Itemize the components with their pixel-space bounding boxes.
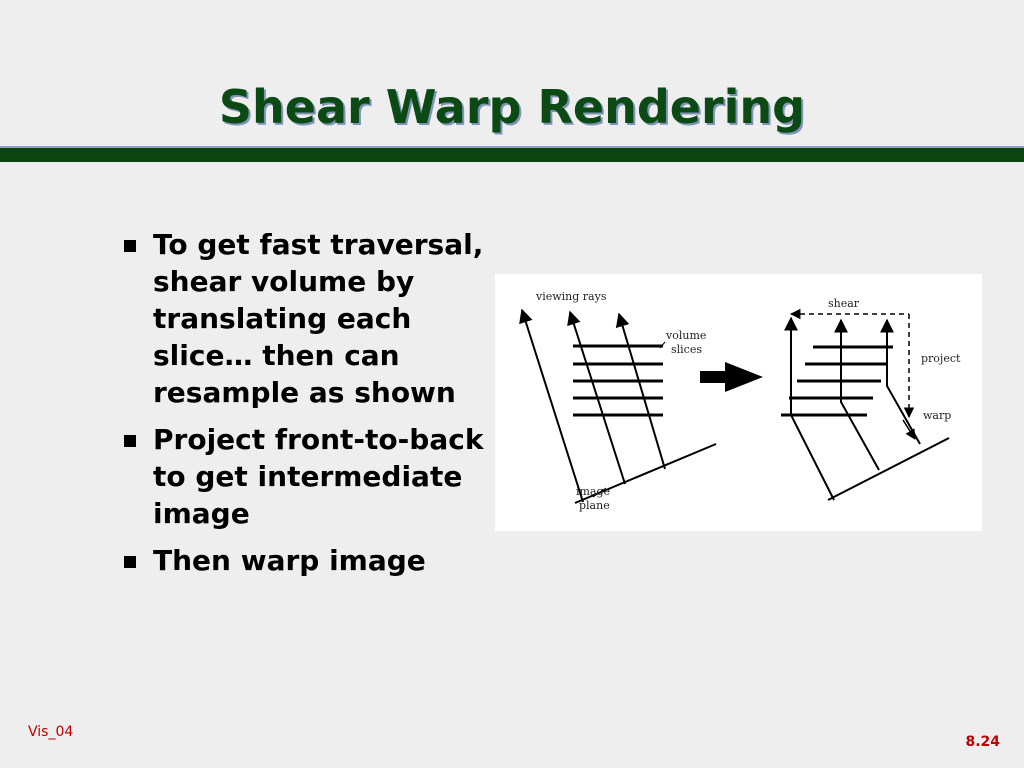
diagram-svg: viewing rays volume slices image plane [519,290,961,512]
title-divider [0,148,1024,162]
project-label: project [921,352,961,365]
bullet-item: To get fast traversal, shear volume by t… [120,226,490,411]
bullet-list: To get fast traversal, shear volume by t… [120,226,490,589]
sheared-slices [781,345,893,417]
volume-slices [573,344,663,417]
slide-number: 8.24 [965,734,1000,750]
title-rule-highlight [0,146,1024,148]
warp-arrow [902,419,916,440]
slices-label: slices [671,343,702,356]
bullet-item: Project front-to-back to get intermediat… [120,421,490,532]
viewing-rays [519,308,666,503]
transform-arrow-icon [700,362,763,392]
square-bullet-icon [124,435,136,447]
footer-course-id: Vis_04 [28,724,74,740]
bullet-text: Then warp image [153,544,426,577]
square-bullet-icon [124,556,136,568]
bullet-text: To get fast traversal, shear volume by t… [153,228,484,409]
sheared-rays [784,316,921,501]
viewing-rays-label: viewing rays [535,290,607,303]
warp-label: warp [923,409,951,422]
square-bullet-icon [124,240,136,252]
bullet-text: Project front-to-back to get intermediat… [153,423,484,530]
intermediate-image-line [827,437,950,501]
bullet-item: Then warp image [120,542,490,579]
shear-label: shear [828,297,860,310]
image-label: image [576,485,610,498]
plane-label: plane [579,499,610,512]
slide-title: Shear Warp Rendering [218,80,806,134]
volume-label: volume [665,329,706,342]
shear-warp-diagram: viewing rays volume slices image plane [495,274,982,531]
